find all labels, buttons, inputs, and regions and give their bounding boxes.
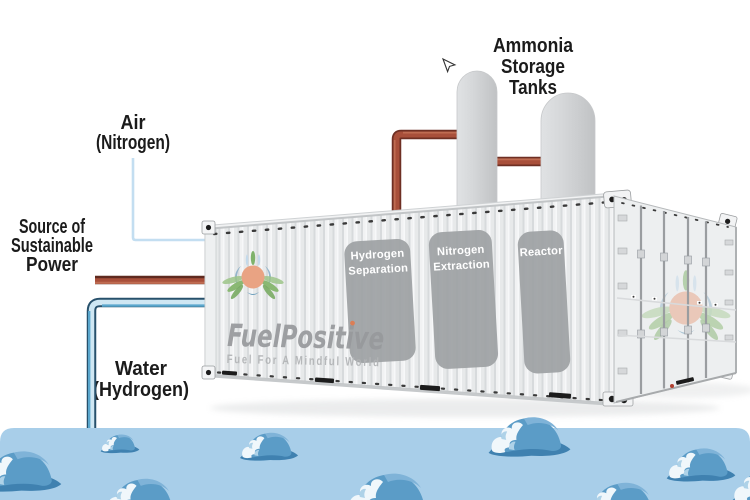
end-vent-slot xyxy=(675,377,695,385)
door-lock-rods xyxy=(639,205,708,394)
brand-tagline: Fuel For A Mindful World xyxy=(227,352,381,369)
power-feed-pipe xyxy=(95,275,208,285)
water-label-line2: (Hydrogen) xyxy=(93,379,189,401)
air-label-line1: Air xyxy=(121,112,146,134)
door-hinges xyxy=(617,214,734,375)
power-label-line3: Power xyxy=(26,254,78,276)
fuelpositive-wordmark-group: FuelPositive Fuel For A Mindful World xyxy=(227,318,385,369)
shipping-container: Hydrogen Separation Nitrogen Extraction … xyxy=(201,189,738,407)
air-nitrogen-label: Air (Nitrogen) xyxy=(96,112,170,154)
panel-nitrogen-line2: Extraction xyxy=(433,258,490,273)
panel-hydrogen-line1: Hydrogen xyxy=(350,248,404,263)
door-handles xyxy=(631,295,718,307)
brand-i-dot xyxy=(350,320,355,326)
ammonia-label-line2: Storage xyxy=(501,56,565,78)
sustainable-power-label: Source of Sustainable Power xyxy=(11,216,93,276)
panel-nitrogen-line1: Nitrogen xyxy=(437,244,485,259)
rivet-row-bottom xyxy=(216,371,610,402)
vent-slots xyxy=(221,370,572,399)
water-feed-pipe xyxy=(86,297,208,429)
panel-nitrogen-extraction: Nitrogen Extraction xyxy=(428,230,499,369)
door-seal xyxy=(670,384,674,388)
water-body xyxy=(0,417,750,500)
water-hydrogen-label: Water (Hydrogen) xyxy=(93,358,189,401)
ammonia-tanks-label: Ammonia Storage Tanks xyxy=(493,35,574,99)
air-label-line2: (Nitrogen) xyxy=(96,132,170,154)
mouse-cursor xyxy=(442,57,457,74)
storage-tank-1 xyxy=(456,70,498,231)
water-label-line1: Water xyxy=(115,358,167,380)
ammonia-label-line1: Ammonia xyxy=(493,35,574,57)
power-label-line1: Source of xyxy=(19,216,85,238)
panel-hydrogen-separation: Hydrogen Separation xyxy=(344,238,416,364)
rod-brackets xyxy=(637,249,710,339)
container-end-doors xyxy=(613,195,737,404)
panel-hydrogen-line2: Separation xyxy=(348,262,408,277)
brand-wordmark: FuelPositive xyxy=(227,318,385,357)
ammonia-transfer-pipe xyxy=(391,129,457,218)
tank-connector-pipe xyxy=(497,156,541,167)
panel-reactor: Reactor xyxy=(517,230,571,374)
wave xyxy=(488,417,571,457)
power-label-line2: Sustainable xyxy=(11,235,93,257)
ammonia-label-line3: Tanks xyxy=(509,77,557,99)
air-feed-line xyxy=(131,158,207,242)
rivet-row-top xyxy=(212,200,612,236)
container-corner-post xyxy=(204,227,217,377)
panel-reactor-line1: Reactor xyxy=(519,245,563,259)
container-shadow xyxy=(210,399,720,417)
